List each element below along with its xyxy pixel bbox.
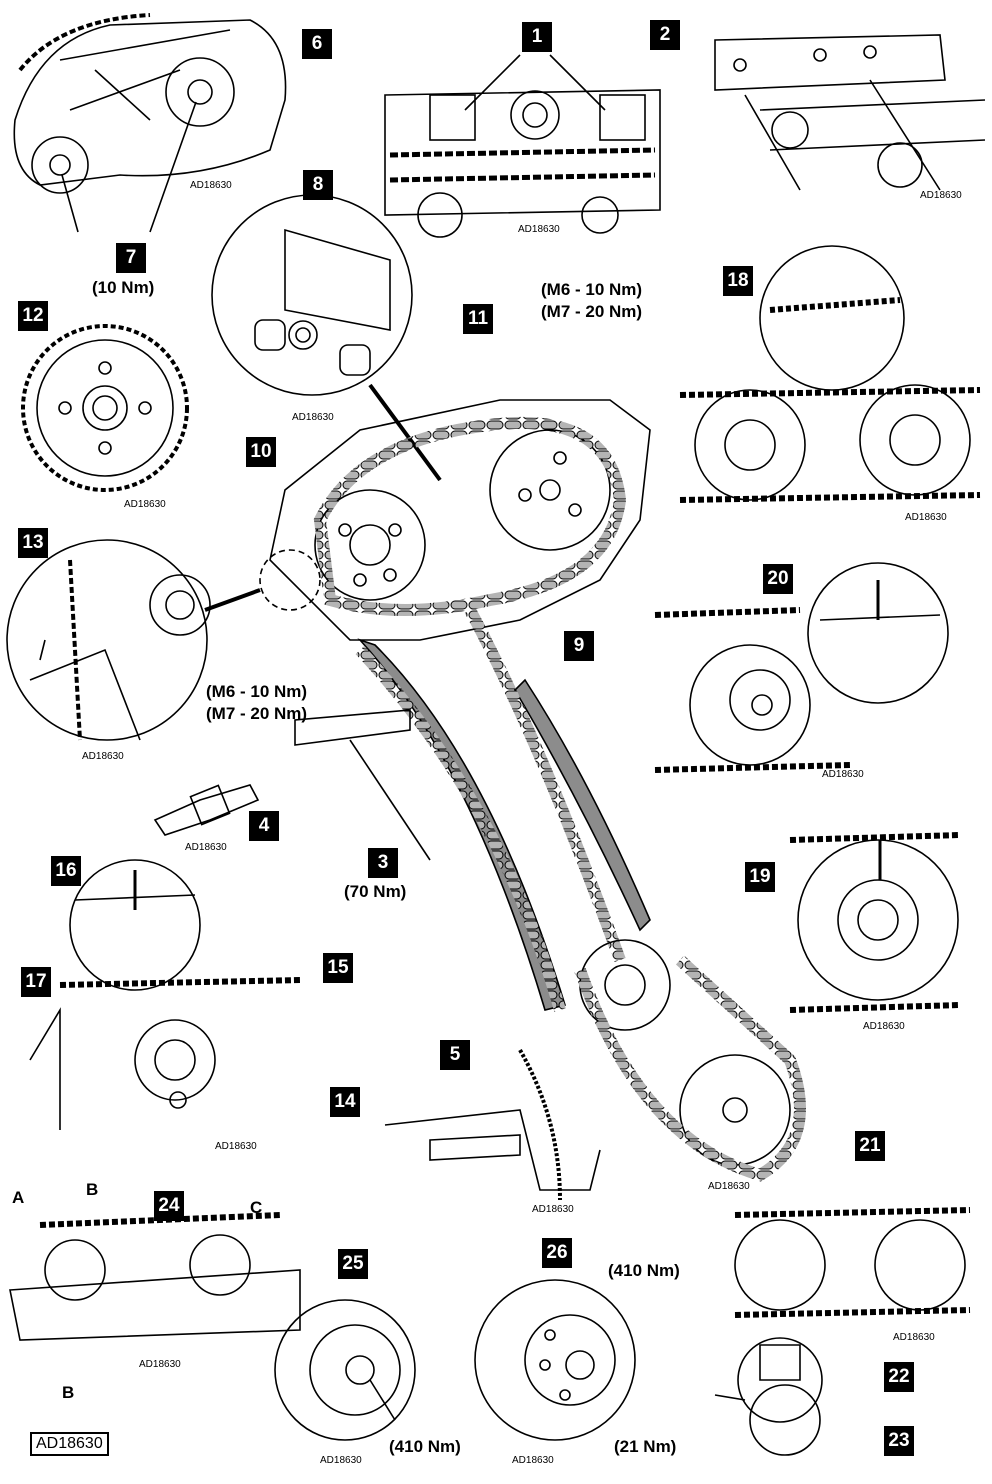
- callout-14: 14: [330, 1087, 360, 1117]
- figure-code-1: AD18630: [518, 224, 560, 235]
- panel-19-sprocket: [789, 832, 961, 1013]
- main-engine-front: [269, 399, 806, 1182]
- callout-7: 7: [116, 243, 146, 273]
- callout-25: 25: [338, 1249, 368, 1279]
- callout-20: 20: [763, 564, 793, 594]
- figure-code-20: AD18630: [822, 769, 864, 780]
- panel-13-detail-circle: [6, 539, 321, 741]
- figure-code-13: AD18630: [82, 751, 124, 762]
- panel-25-pulley: [274, 1299, 416, 1441]
- callout-22: 22: [884, 1362, 914, 1392]
- figure-code-main: AD18630: [708, 1181, 750, 1192]
- callout-13: 13: [18, 528, 48, 558]
- letter-b-top: B: [86, 1180, 99, 1199]
- callout-23: 23: [884, 1426, 914, 1456]
- callout-4: 4: [249, 811, 279, 841]
- panel-1-cylinder-head: [384, 54, 661, 238]
- figure-code-21: AD18630: [893, 1332, 935, 1343]
- callout-19: 19: [745, 862, 775, 892]
- figure-code-5: AD18630: [532, 1204, 574, 1215]
- panel-16-17-sprocket: [29, 859, 301, 1130]
- torque-7: (10 Nm): [92, 278, 155, 297]
- figure-code-25: AD18630: [320, 1455, 362, 1466]
- figure-code-2: AD18630: [920, 190, 962, 201]
- figure-code-26: AD18630: [512, 1455, 554, 1466]
- letter-c: C: [250, 1198, 263, 1217]
- callout-17: 17: [21, 967, 51, 997]
- figure-code-24: AD18630: [139, 1359, 181, 1370]
- callout-16: 16: [51, 856, 81, 886]
- letter-a: A: [12, 1188, 25, 1207]
- callout-5: 5: [440, 1040, 470, 1070]
- panel-20-sprocket: [654, 562, 949, 773]
- callout-10: 10: [246, 437, 276, 467]
- callout-9: 9: [564, 631, 594, 661]
- figure-code-4: AD18630: [185, 842, 227, 853]
- callout-18: 18: [723, 266, 753, 296]
- callout-6: 6: [302, 29, 332, 59]
- torque-9-m6: (M6 - 10 Nm): [541, 280, 643, 299]
- figure-code-14: AD18630: [215, 1141, 257, 1152]
- figure-code-6: AD18630: [190, 180, 232, 191]
- panel-12-sprocket: [21, 324, 189, 492]
- panel-6-cam-cover: [13, 13, 287, 233]
- torque-10-m7: (M7 - 20 Nm): [206, 704, 308, 723]
- torque-26-small-bolts: (21 Nm): [614, 1437, 677, 1456]
- callout-15: 15: [323, 953, 353, 983]
- torque-26-bolt: (410 Nm): [608, 1261, 680, 1280]
- figure-code-box: AD18630: [30, 1432, 109, 1456]
- figure-code-19: AD18630: [863, 1021, 905, 1032]
- figure-code-18: AD18630: [905, 512, 947, 523]
- panel-26-pulley: [474, 1279, 636, 1441]
- letter-b-bottom: B: [62, 1383, 75, 1402]
- callout-26: 26: [542, 1238, 572, 1268]
- panel-5-crank-pin: [384, 1049, 601, 1201]
- callout-21: 21: [855, 1131, 885, 1161]
- figure-code-8: AD18630: [292, 412, 334, 423]
- panel-21-22-23-tools: [714, 1207, 971, 1456]
- callout-2: 2: [650, 20, 680, 50]
- panel-2-camshaft-tool: [714, 34, 986, 191]
- panel-18-sprockets: [679, 245, 981, 503]
- callout-12: 12: [18, 301, 48, 331]
- panel-4-tool: [153, 784, 260, 836]
- torque-3: (70 Nm): [344, 882, 407, 901]
- torque-25-bolt: (410 Nm): [389, 1437, 461, 1456]
- torque-10-m6: (M6 - 10 Nm): [206, 682, 308, 701]
- panel-24-locking-tool: [9, 1212, 301, 1341]
- callout-8: 8: [303, 170, 333, 200]
- callout-3: 3: [368, 848, 398, 878]
- callout-1: 1: [522, 22, 552, 52]
- figure-code-12: AD18630: [124, 499, 166, 510]
- callout-11: 11: [463, 304, 493, 334]
- callout-24: 24: [154, 1191, 184, 1221]
- torque-9-m7: (M7 - 20 Nm): [541, 302, 643, 321]
